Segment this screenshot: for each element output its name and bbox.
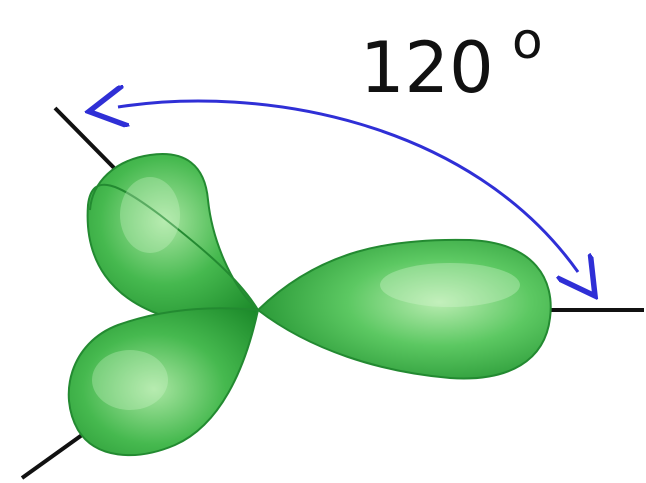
lobe-highlight-right <box>380 263 520 307</box>
axis-line-lower-left <box>22 435 82 478</box>
angle-label-value: 120 <box>360 27 494 109</box>
lobe-highlight-lower <box>92 350 168 410</box>
lobe-highlight-upper <box>120 177 180 253</box>
angle-label-degree-symbol: o <box>512 12 543 70</box>
orbital-lobe-right <box>258 240 551 379</box>
axis-line-upper-left <box>55 108 122 176</box>
